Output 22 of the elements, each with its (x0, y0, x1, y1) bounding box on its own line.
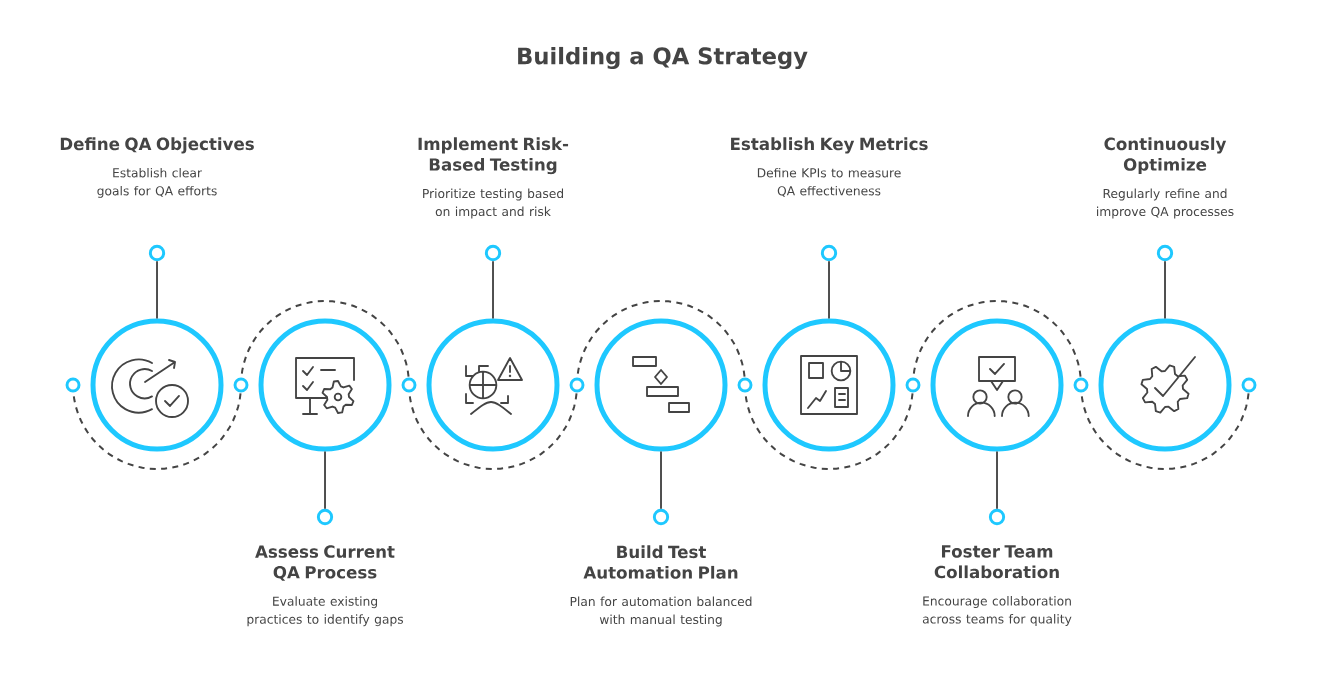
leader-line (156, 260, 158, 320)
step-label: Define QA Objectives Establish clear goals for QA efforts (60, 137, 254, 198)
step-label: Continuously Optimize Regularly refine and improve QA processes (1097, 137, 1234, 219)
step-circle (594, 318, 728, 452)
step-label: Assess Current QA Process Evaluate existing practices to identify gaps (247, 545, 404, 627)
step-label: Establish Key Metrics Define KPIs to measure QA effectiveness (731, 137, 928, 197)
leader-line (492, 260, 494, 320)
leader-line (324, 450, 326, 510)
step-circle (426, 318, 560, 452)
leader-line (996, 450, 998, 510)
step-label: Build Test Automation Plan Plan for automation balanced with manual testing (570, 545, 752, 627)
step-label: Foster Team Collaboration Encourage collaboration across teams for quality (922, 545, 1072, 626)
step-circle (90, 318, 224, 452)
leader-line (1164, 260, 1166, 320)
leader-line (828, 260, 830, 320)
step-label: Implement Risk-Based Testing Prioritize testing based on impact and risk (418, 137, 569, 219)
step-circle (930, 318, 1064, 452)
step-circle (1098, 318, 1232, 452)
title: Building a QA Strategy (518, 46, 808, 70)
step-circle (258, 318, 392, 452)
leader-line (660, 450, 662, 510)
step-circle (762, 318, 896, 452)
